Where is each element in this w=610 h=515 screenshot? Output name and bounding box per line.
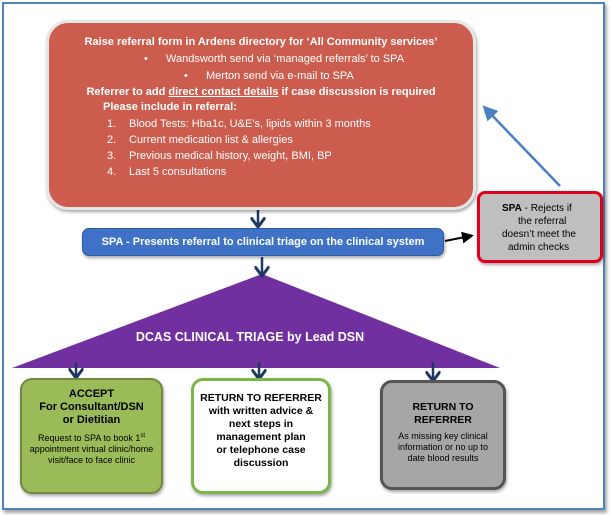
contact-details-emphasis: direct contact details [168, 86, 279, 98]
bullet-merton: •Merton send via e-mail to SPA [184, 70, 354, 82]
bullet-dot-icon: • [184, 70, 188, 82]
bullet-dot-icon: • [144, 53, 148, 65]
list-item: 4.Last 5 consultations [107, 166, 227, 178]
accept-box: ACCEPT For Consultant/DSN or Dietitian R… [20, 378, 163, 494]
spa-reject-box: SPA - Rejects if the referral doesn’t me… [477, 191, 603, 263]
return-advice-text: RETURN TO REFERRER with written advice &… [200, 392, 322, 469]
list-item: 3.Previous medical history, weight, BMI,… [107, 150, 332, 162]
return-missing-title: RETURN TO REFERRER [412, 401, 474, 426]
accept-title: ACCEPT For Consultant/DSN or Dietitian [39, 388, 144, 426]
return-missing-description: As missing key clinical information or n… [397, 431, 489, 463]
raise-title: Raise referral form in Ardens directory … [84, 36, 438, 48]
return-missing-info-box: RETURN TO REFERRER As missing key clinic… [380, 380, 506, 490]
list-item: 1.Blood Tests: Hba1c, U&E’s, lipids with… [107, 118, 371, 130]
raise-referral-box: Raise referral form in Ardens directory … [46, 20, 476, 210]
accept-description: Request to SPA to book 1st appointment v… [29, 433, 154, 465]
spa-presents-box: SPA - Presents referral to clinical tria… [82, 228, 444, 256]
include-label: Please include in referral: [103, 101, 237, 113]
triage-label: DCAS CLINICAL TRIAGE by Lead DSN [135, 330, 365, 344]
contact-instruction: Referrer to add direct contact details i… [86, 86, 436, 98]
list-item: 2.Current medication list & allergies [107, 134, 293, 146]
referral-checklist: 1.Blood Tests: Hba1c, U&E’s, lipids with… [107, 116, 371, 180]
return-with-advice-box: RETURN TO REFERRER with written advice &… [191, 378, 331, 494]
bullet-wandsworth: •Wandsworth send via ‘managed referrals’… [144, 53, 405, 65]
